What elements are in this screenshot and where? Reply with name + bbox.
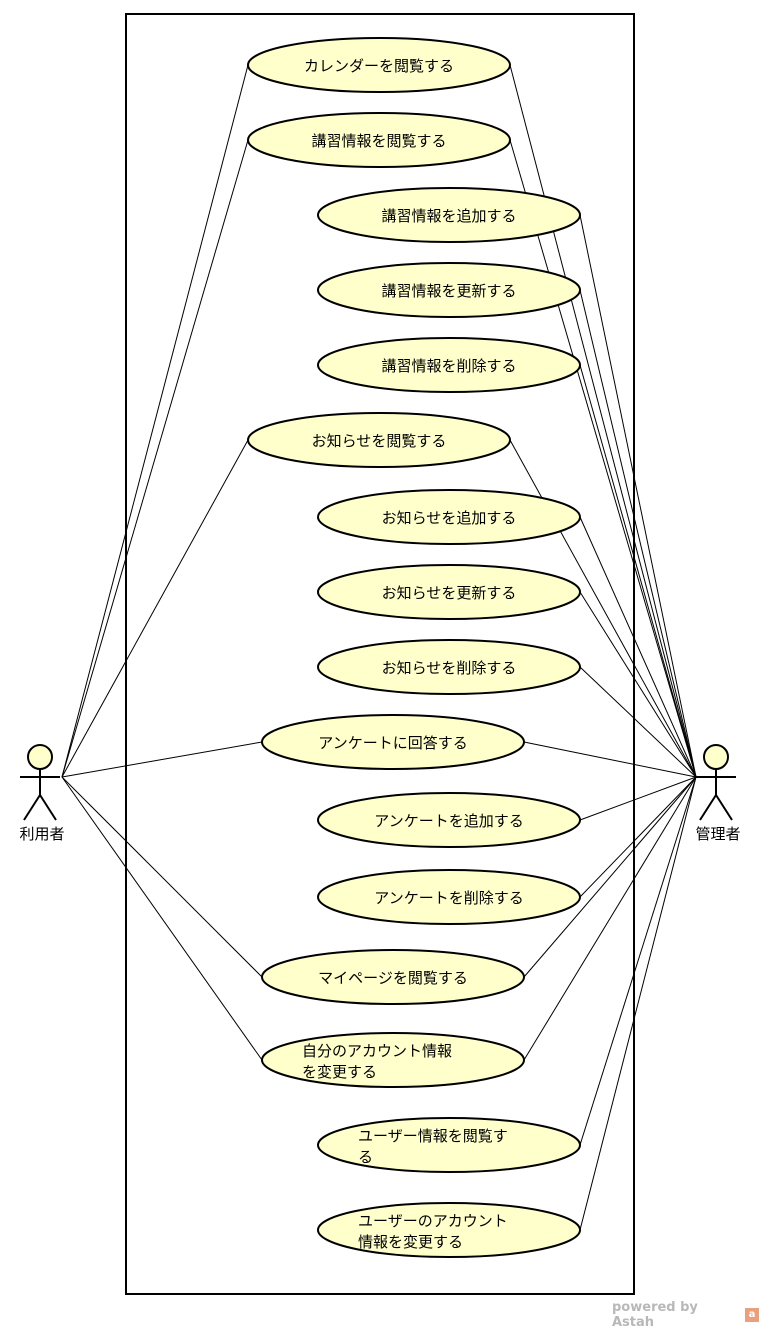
- actor-leg-right: [39, 794, 57, 821]
- association-line-admin-uc2: [509, 139, 697, 778]
- usecase-ellipse: [317, 639, 581, 695]
- usecase-ellipse: [247, 37, 511, 93]
- usecase-ellipse: [317, 869, 581, 925]
- usecase-uc7[interactable]: お知らせを追加する: [317, 489, 581, 545]
- usecase-label: アンケートに回答する: [318, 734, 467, 752]
- actor-leg-left: [23, 794, 41, 821]
- association-line-admin-uc9: [579, 666, 697, 778]
- usecase-ellipse: [317, 564, 581, 620]
- association-line-user-uc14: [61, 776, 263, 1061]
- usecase-label: お知らせを閲覧する: [312, 432, 447, 450]
- association-line-admin-uc13: [523, 776, 697, 978]
- usecase-uc11[interactable]: アンケートを追加する: [317, 792, 581, 848]
- association-line-user-uc13: [61, 776, 263, 978]
- watermark-text: powered by Astah: [612, 1300, 698, 1330]
- usecase-label: お知らせを追加する: [382, 509, 517, 527]
- usecase-label: お知らせを更新する: [382, 584, 517, 602]
- use-cases: カレンダーを閲覧する講習情報を閲覧する講習情報を追加する講習情報を更新する講習情…: [247, 37, 581, 1258]
- actor-user-label: 利用者: [19, 825, 64, 843]
- usecase-ellipse: [317, 1117, 581, 1173]
- usecase-label: お知らせを削除する: [382, 659, 517, 677]
- usecase-uc12[interactable]: アンケートを削除する: [317, 869, 581, 925]
- association-line-admin-uc5: [579, 364, 697, 778]
- association-line-user-uc6: [61, 439, 249, 778]
- usecase-uc10[interactable]: アンケートに回答する: [261, 714, 525, 770]
- usecase-ellipse: [261, 949, 525, 1005]
- usecase-label: 講習情報を閲覧する: [311, 132, 446, 150]
- associations: [61, 64, 697, 1231]
- usecase-uc1[interactable]: カレンダーを閲覧する: [247, 37, 511, 93]
- association-line-admin-uc3: [579, 214, 697, 778]
- usecase-label: アンケートを追加する: [374, 812, 523, 830]
- usecase-uc4[interactable]: 講習情報を更新する: [317, 262, 581, 318]
- association-line-admin-uc12: [579, 776, 697, 898]
- usecase-label: カレンダーを閲覧する: [304, 57, 454, 75]
- association-line-admin-uc7: [579, 516, 697, 778]
- usecase-ellipse: [247, 112, 511, 168]
- actor-leg-left: [699, 794, 717, 821]
- association-line-admin-uc8: [579, 591, 697, 778]
- usecase-label: る: [358, 1148, 373, 1166]
- usecase-label: ユーザー情報を閲覧す: [358, 1127, 508, 1145]
- usecase-ellipse: [317, 187, 581, 243]
- association-line-admin-uc16: [579, 776, 697, 1231]
- usecase-uc9[interactable]: お知らせを削除する: [317, 639, 581, 695]
- usecase-label: 講習情報を更新する: [381, 282, 516, 300]
- association-line-admin-uc6: [509, 439, 697, 778]
- association-line-admin-uc14: [523, 776, 697, 1061]
- astah-logo-icon: a: [745, 1308, 759, 1322]
- usecase-ellipse: [247, 412, 511, 468]
- actor-admin[interactable]: 管理者: [695, 744, 741, 843]
- usecase-ellipse: [317, 262, 581, 318]
- association-line-user-uc2: [61, 139, 249, 778]
- usecase-label: マイページを閲覧する: [318, 969, 468, 987]
- association-line-admin-uc15: [579, 776, 697, 1146]
- usecase-uc5[interactable]: 講習情報を削除する: [317, 337, 581, 393]
- usecase-ellipse: [317, 1202, 581, 1258]
- usecase-ellipse: [261, 1032, 525, 1088]
- usecase-label: ユーザーのアカウント: [358, 1212, 508, 1230]
- association-line-admin-uc10: [523, 741, 697, 778]
- system-boundary: [125, 13, 635, 1295]
- association-line-admin-uc11: [579, 776, 697, 821]
- usecase-uc2[interactable]: 講習情報を閲覧する: [247, 112, 511, 168]
- usecase-ellipse: [317, 489, 581, 545]
- actor-admin-label: 管理者: [695, 825, 740, 843]
- usecase-label: 講習情報を追加する: [381, 207, 516, 225]
- actor-user[interactable]: 利用者: [19, 744, 65, 843]
- actor-leg-right: [715, 794, 733, 821]
- usecase-ellipse: [317, 337, 581, 393]
- usecase-ellipse: [317, 792, 581, 848]
- usecase-label: 情報を変更する: [358, 1233, 463, 1251]
- usecase-uc3[interactable]: 講習情報を追加する: [317, 187, 581, 243]
- usecase-label: アンケートを削除する: [374, 889, 523, 907]
- actor-head: [703, 744, 729, 770]
- association-line-admin-uc4: [579, 289, 697, 778]
- usecase-label: を変更する: [302, 1063, 377, 1081]
- usecase-ellipse: [261, 714, 525, 770]
- association-line-user-uc1: [61, 64, 249, 778]
- usecase-uc13[interactable]: マイページを閲覧する: [261, 949, 525, 1005]
- astah-watermark: powered by Astah a: [612, 1300, 759, 1330]
- association-line-admin-uc1: [509, 64, 697, 778]
- usecase-label: 自分のアカウント情報: [302, 1042, 452, 1060]
- usecase-label: 講習情報を削除する: [381, 357, 516, 375]
- usecase-uc6[interactable]: お知らせを閲覧する: [247, 412, 511, 468]
- actor-head: [27, 744, 53, 770]
- usecase-uc8[interactable]: お知らせを更新する: [317, 564, 581, 620]
- association-line-user-uc10: [61, 741, 263, 778]
